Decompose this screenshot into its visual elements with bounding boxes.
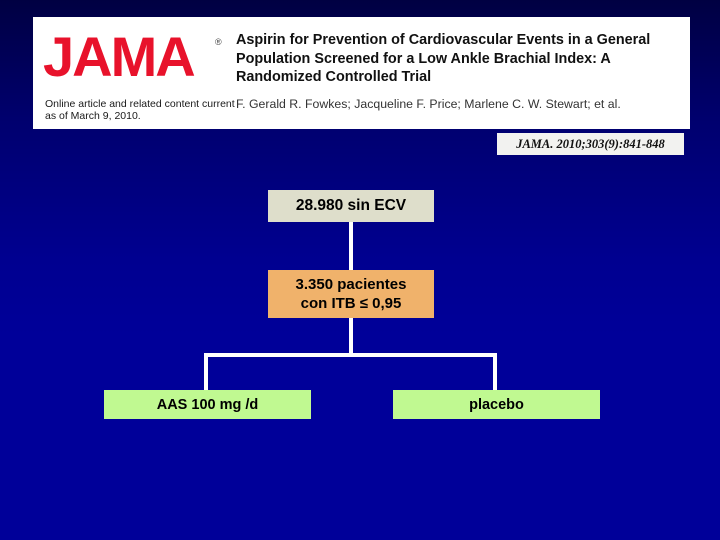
article-currency-note: Online article and related content curre… xyxy=(45,98,235,122)
citation-text: JAMA. 2010;303(9):841-848 xyxy=(516,136,665,151)
connector-randomization-bar xyxy=(204,353,497,357)
flow-node-eligible: 3.350 pacientes con ITB ≤ 0,95 xyxy=(268,270,434,318)
jama-header-banner: JAMA ® Online article and related conten… xyxy=(33,17,690,129)
connector-to-treatment-arm xyxy=(204,353,208,391)
registered-trademark-icon: ® xyxy=(215,37,222,47)
flow-node-placebo-arm: placebo xyxy=(393,390,600,419)
article-authors: F. Gerald R. Fowkes; Jacqueline F. Price… xyxy=(236,97,621,111)
flow-node-cohort: 28.980 sin ECV xyxy=(268,190,434,222)
connector-to-placebo-arm xyxy=(493,353,497,391)
jama-wordmark: JAMA xyxy=(43,25,196,88)
article-info-block: Aspirin for Prevention of Cardiovascular… xyxy=(236,17,690,129)
connector-eligible-stem xyxy=(349,317,353,355)
connector-cohort-to-eligible xyxy=(349,221,353,271)
jama-logo-block: JAMA ® Online article and related conten… xyxy=(33,17,235,129)
flow-node-treatment-arm: AAS 100 mg /d xyxy=(104,390,311,419)
article-title: Aspirin for Prevention of Cardiovascular… xyxy=(236,32,651,85)
citation-badge: JAMA. 2010;303(9):841-848 xyxy=(497,133,684,155)
